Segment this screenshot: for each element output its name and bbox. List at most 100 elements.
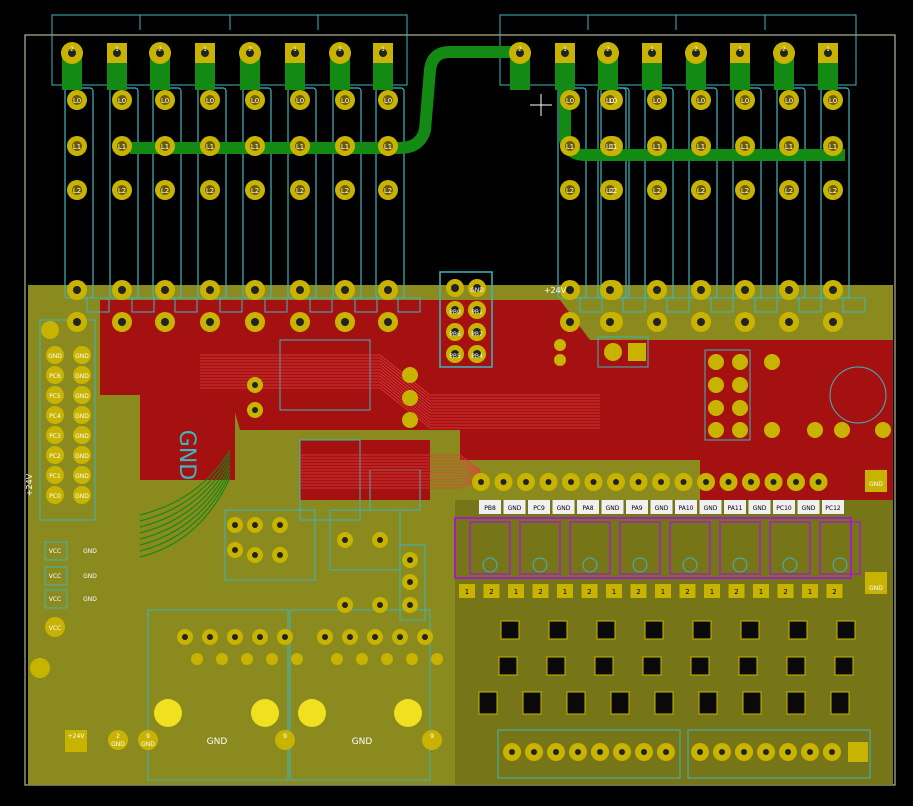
side-pad-label: PC5 [49, 393, 61, 400]
gnd-label: GND [83, 573, 97, 580]
transistor-pad [692, 620, 712, 640]
side-pad-label: PC4 [49, 413, 61, 420]
smd-pad [728, 584, 745, 598]
red-pour-left [140, 380, 235, 480]
driver-label: PA8 [582, 505, 593, 512]
terminal-pad-hole [763, 749, 769, 755]
driver-label: GND [508, 505, 522, 512]
transistor-pad [596, 620, 616, 640]
header-gnd-label: GND [470, 287, 484, 294]
driver-pad-hole [478, 479, 484, 485]
bottom-round-pad [138, 730, 158, 750]
led-pad-hole [605, 141, 615, 151]
led-pad-hole [696, 141, 706, 151]
led-pad-label: L0 [341, 97, 349, 105]
pad-hole [68, 49, 76, 57]
led-pad-label: L0 [118, 97, 126, 105]
regulator-pad [708, 400, 724, 416]
copper-fill-right [455, 500, 893, 785]
trace-bundle [300, 463, 481, 474]
pad-hole [291, 49, 299, 57]
trace-bundle [200, 384, 600, 426]
gnd-label: GND [83, 596, 97, 603]
resistor-outline [309, 297, 333, 313]
driver-label-box [626, 500, 648, 514]
driver-pad-hole [770, 479, 777, 485]
bottom-pad-hole [829, 286, 837, 294]
pad-hole [516, 49, 524, 57]
resistor-outline [264, 297, 288, 313]
driver-label-box [577, 500, 599, 514]
driver-label: PA10 [679, 505, 694, 512]
driver-package [619, 521, 661, 575]
vcc-box [44, 589, 68, 609]
pad-number-label: 1 [381, 46, 385, 53]
terminal-pad-hole [697, 749, 703, 755]
led-pad-label: L2 [161, 187, 169, 195]
led-pad-label: L2 [296, 187, 304, 195]
side-pad-label: PC1 [49, 473, 61, 480]
terminal-pad-hole [553, 749, 559, 755]
pad-number-label: 2 [338, 46, 342, 53]
driver-mark [482, 557, 498, 573]
pad-number-label: 2 [606, 46, 610, 53]
bottom-round-pad [108, 730, 128, 750]
cross-trace [130, 46, 520, 154]
bottom-pad-hole [206, 286, 214, 294]
side-pad [46, 466, 64, 484]
side-pad [46, 486, 64, 504]
driver-pad-hole [590, 479, 597, 485]
terminal-pad-square [848, 742, 868, 762]
side-gnd-label: GND [75, 393, 89, 400]
resistor-outline [397, 297, 421, 313]
pad-number-label: 2 [782, 46, 786, 53]
driver-pad-hole [748, 479, 754, 485]
led-pad-hole [205, 95, 215, 105]
led-pad-hole [784, 141, 794, 151]
led-pad-hole [740, 185, 750, 195]
terminal-pad-hole [807, 749, 813, 755]
vcc-box [44, 566, 68, 586]
led-pad-label: L1 [697, 143, 705, 151]
bottom-pad-hole [296, 318, 304, 326]
smd-pad-number: 1 [808, 588, 812, 596]
bottom-pad-hole [118, 286, 126, 294]
led-pad-label: L1 [384, 143, 392, 151]
resistor-outline [174, 297, 198, 313]
transistor-pad [642, 656, 662, 676]
driver-mark [582, 557, 598, 573]
gnd-label: GND [83, 548, 97, 555]
bottom-pad-hole [566, 318, 574, 326]
smd-pad-number: 1 [563, 588, 567, 596]
vcc-label: VCC [49, 596, 61, 603]
led-pad-hole [72, 95, 82, 105]
trace-bundle [200, 366, 600, 408]
pad-number-label: 9 [283, 733, 287, 740]
smd-pad-number: 2 [685, 588, 689, 596]
driver-pad-hole [725, 479, 732, 485]
led-pad-hole [652, 141, 662, 151]
pad-number-label: 1 [738, 46, 742, 53]
silkscreen-layer [39, 14, 887, 781]
driver-package [719, 521, 761, 575]
rj-pad [216, 653, 228, 665]
transistor-pad [786, 656, 806, 676]
regulator-pad [708, 377, 724, 393]
smd-pad-number: 1 [514, 588, 518, 596]
led-pad-hole [605, 185, 615, 195]
trace-bundle [200, 369, 600, 411]
led-pad-hole [205, 185, 215, 195]
smd-pad-number: 2 [489, 588, 493, 596]
pad-number-label: 2 [158, 46, 162, 53]
driver-pad-hole [568, 479, 574, 485]
green-trace [139, 453, 231, 522]
driver-pad-hole [815, 479, 822, 485]
green-trace [139, 465, 231, 540]
bottom-gnd-label: GND [207, 737, 228, 747]
header-pad-hole [473, 306, 481, 314]
transistor-pad [548, 620, 568, 640]
smd-pad-number: 1 [759, 588, 763, 596]
smd-pad-number: 2 [538, 588, 542, 596]
bottom-pad-hole [161, 286, 169, 294]
